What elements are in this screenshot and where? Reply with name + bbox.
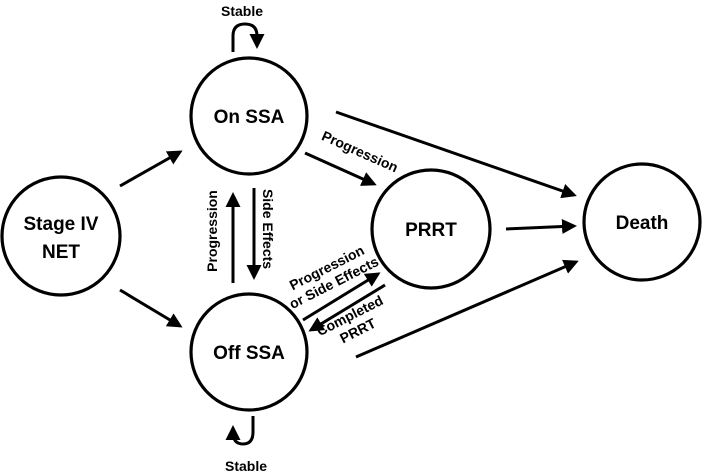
label-progression-vertical: Progression [204,190,220,272]
arrow-stage-to-off-ssa [119,288,183,328]
node-stage-iv-net: Stage IV NET [0,175,122,297]
node-prrt: PRRT [370,168,492,290]
arrow-on-ssa-to-prrt [304,151,377,186]
node-off-ssa: Off SSA [189,292,309,412]
label-stable-bottom: Stable [225,458,267,474]
arrow-off-ssa-to-death [355,259,579,359]
node-death-label: Death [616,213,669,234]
arrow-stage-to-on-ssa [119,150,183,188]
node-stage-iv-net-line1: Stage IV [24,214,99,235]
node-on-ssa-label: On SSA [214,107,285,128]
arrow-off-ssa-to-prrt [302,272,381,322]
label-on-to-prrt-progression: Progression [319,128,400,176]
node-on-ssa: On SSA [189,56,309,176]
label-stable-top: Stable [221,3,263,19]
arrow-on-ssa-to-death [335,110,577,199]
node-off-ssa-label: Off SSA [213,343,285,364]
arrow-stable-loop-top [231,22,265,52]
arrow-prrt-to-off-ssa [308,283,386,332]
node-prrt-label: PRRT [405,220,457,241]
label-side-effects: Side Effects [260,189,276,269]
node-death: Death [582,162,702,282]
arrow-prrt-to-death [505,219,577,235]
arrow-stable-loop-bottom [225,416,255,446]
node-stage-iv-net-line2: NET [42,242,80,263]
